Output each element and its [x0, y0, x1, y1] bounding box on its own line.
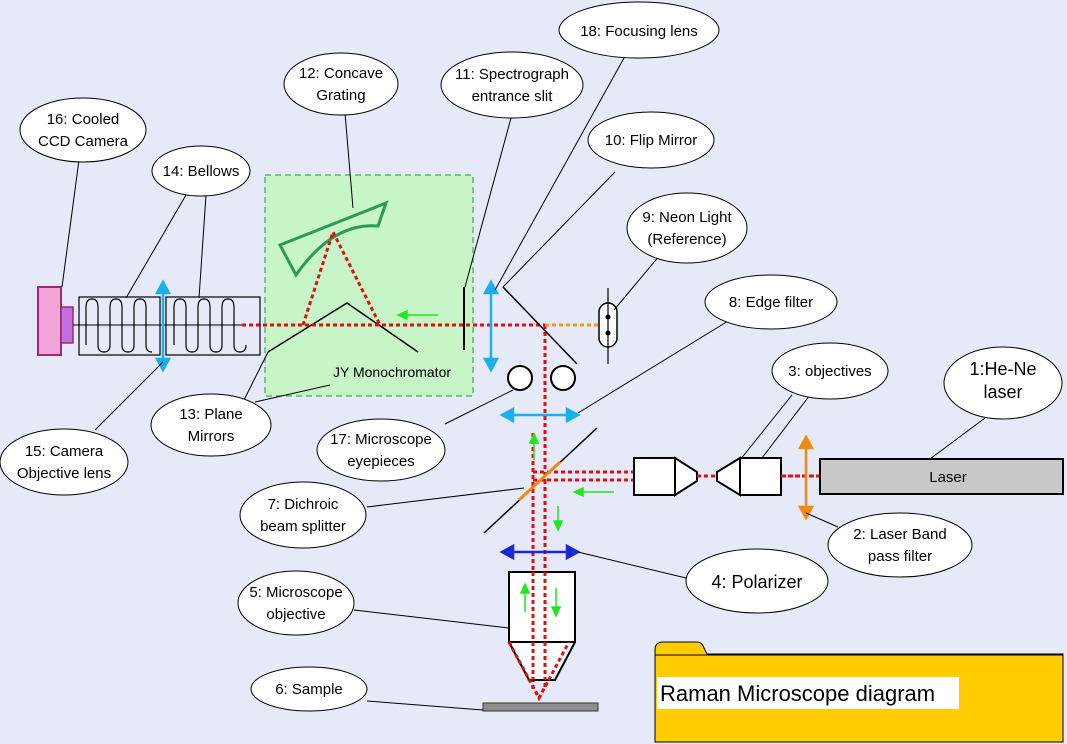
svg-text:15: Camera: 15: Camera	[25, 443, 104, 460]
svg-text:12: Concave: 12: Concave	[299, 65, 383, 82]
objective-1-nose	[674, 456, 698, 497]
svg-text:beam splitter: beam splitter	[260, 518, 346, 535]
bellows-folds-left	[85, 298, 153, 353]
bellows-right	[165, 296, 261, 356]
bellows-left	[78, 296, 161, 356]
callout-14-bellows: 14: Bellows	[151, 145, 251, 197]
objective-1-body	[633, 457, 676, 496]
svg-text:1:He-Ne: 1:He-Ne	[969, 359, 1036, 379]
callout-16-ccd-camera: 16: Cooled CCD Camera	[19, 97, 147, 163]
svg-text:objective: objective	[266, 606, 325, 623]
svg-text:2: Laser Band: 2: Laser Band	[853, 526, 946, 543]
ccd-camera	[37, 286, 62, 356]
concave-grating	[277, 200, 389, 278]
diagram-title: Raman Microscope diagram	[660, 681, 935, 706]
ccd-window	[60, 306, 74, 344]
callout-12-concave-grating: 12: Concave Grating	[283, 52, 399, 116]
callout-4-polarizer: 4: Polarizer	[685, 548, 829, 614]
svg-text:14: Bellows: 14: Bellows	[163, 163, 240, 180]
laser-band-pass-filter	[797, 434, 815, 521]
callout-7-dichroic: 7: Dichroic beam splitter	[239, 481, 367, 549]
svg-text:5: Microscope: 5: Microscope	[249, 584, 342, 601]
callout-9-neon-light: 9: Neon Light (Reference)	[626, 192, 748, 264]
edge-filter	[499, 406, 581, 424]
callout-18-focusing-lens: 18: Focusing lens	[558, 1, 720, 59]
objective-2-body	[739, 457, 782, 496]
neon-electrode-bottom	[605, 330, 611, 336]
callouts: 1:He-Ne laser 2: Laser Band pass filter …	[0, 1, 1063, 712]
callout-5-microscope-objective: 5: Microscope objective	[237, 570, 355, 636]
monochromator-label: JY Monochromator	[333, 364, 451, 380]
callout-11-entrance-slit: 11: Spectrograph entrance slit	[440, 51, 584, 119]
laser-box-label: Laser	[929, 469, 967, 486]
objective-2-nose	[716, 456, 741, 497]
callout-15-camera-objective-lens: 15: Camera Objective lens	[0, 428, 129, 496]
sample-slide	[482, 702, 599, 712]
svg-text:10: Flip Mirror: 10: Flip Mirror	[605, 132, 698, 149]
svg-text:11: Spectrograph: 11: Spectrograph	[455, 66, 569, 83]
svg-text:laser: laser	[983, 382, 1022, 402]
polarizer	[499, 543, 581, 561]
svg-text:CCD Camera: CCD Camera	[38, 133, 129, 150]
flip-mirror	[502, 286, 578, 365]
svg-text:7: Dichroic: 7: Dichroic	[268, 496, 339, 513]
svg-text:eyepieces: eyepieces	[347, 453, 415, 470]
eyepiece-left	[507, 365, 533, 391]
callout-8-edge-filter: 8: Edge filter	[704, 274, 838, 330]
callout-1-laser: 1:He-Ne laser	[943, 346, 1063, 420]
laser-box	[819, 458, 1064, 495]
dichroic-coating	[517, 460, 562, 502]
title-background	[657, 677, 959, 709]
callout-17-eyepieces: 17: Microscope eyepieces	[316, 418, 446, 482]
callout-leaders	[61, 57, 986, 711]
callout-10-flip-mirror: 10: Flip Mirror	[587, 111, 715, 169]
svg-text:18: Focusing lens: 18: Focusing lens	[580, 23, 698, 40]
microscope-objective	[508, 571, 576, 681]
svg-text:9: Neon Light: 9: Neon Light	[642, 209, 732, 226]
svg-text:16: Cooled: 16: Cooled	[47, 111, 120, 128]
svg-text:17: Microscope: 17: Microscope	[330, 431, 432, 448]
svg-text:8: Edge filter: 8: Edge filter	[729, 294, 813, 311]
callout-2-band-pass-filter: 2: Laser Band pass filter	[827, 512, 973, 578]
eyepiece-right	[550, 365, 576, 391]
svg-text:pass filter: pass filter	[868, 548, 932, 565]
svg-text:3: objectives: 3: objectives	[788, 363, 871, 380]
svg-text:(Reference): (Reference)	[647, 231, 726, 248]
svg-text:6: Sample: 6: Sample	[275, 681, 343, 698]
callout-13-plane-mirrors: 13: Plane Mirrors	[150, 393, 272, 457]
svg-text:Objective lens: Objective lens	[17, 465, 111, 482]
svg-text:entrance slit: entrance slit	[472, 88, 554, 105]
callout-3-objectives: 3: objectives	[771, 342, 889, 400]
objective-direction-arrows	[519, 582, 562, 618]
bellows-folds-right	[173, 298, 247, 353]
neon-electrode-top	[605, 314, 611, 320]
camera-objective-lens	[154, 279, 172, 373]
svg-text:13: Plane: 13: Plane	[179, 406, 242, 423]
svg-text:Mirrors: Mirrors	[188, 428, 235, 445]
focusing-lens	[482, 279, 500, 373]
svg-text:Grating: Grating	[316, 87, 365, 104]
svg-text:4: Polarizer: 4: Polarizer	[711, 572, 802, 592]
objective-beam	[507, 572, 571, 702]
callout-6-sample: 6: Sample	[250, 666, 368, 712]
monochromator-box	[264, 174, 474, 397]
plane-mirrors	[267, 302, 419, 353]
